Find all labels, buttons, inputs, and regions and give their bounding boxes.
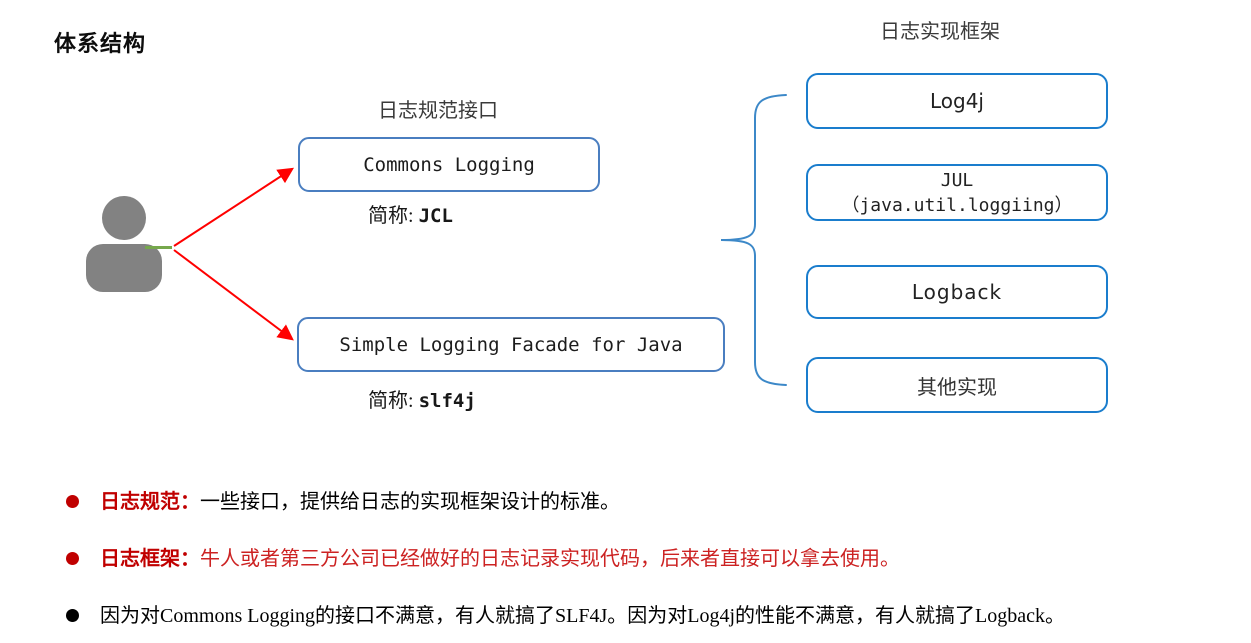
green-connector-line: [145, 246, 172, 249]
note-item-log-framework: 日志框架：牛人或者第三方公司已经做好的日志记录实现代码，后来者直接可以拿去使用。: [66, 546, 1246, 603]
caption-slf4j: 简称: slf4j: [368, 384, 476, 413]
impl-box-jul: JUL （java.util.loggiing）: [806, 164, 1108, 221]
page-title: 体系结构: [54, 31, 147, 56]
note-label: 日志框架：: [100, 548, 200, 570]
note-text: 一些接口，提供给日志的实现框架设计的标准。: [200, 491, 620, 513]
impl-section-heading: 日志实现框架: [880, 21, 1000, 43]
person-icon: [86, 196, 162, 292]
bullet-dot: [66, 552, 79, 565]
impl-box-jul-label-line2: （java.util.loggiing）: [841, 194, 1073, 216]
impl-box-jul-label-line1: JUL: [940, 169, 974, 191]
bullet-dot: [66, 495, 79, 508]
spec-box-slf4j: Simple Logging Facade for Java: [297, 317, 725, 372]
impl-box-logback: Logback: [806, 265, 1108, 319]
caption-slf4j-prefix: 简称:: [368, 390, 419, 412]
note-item-log-spec: 日志规范：一些接口，提供给日志的实现框架设计的标准。: [66, 489, 1246, 546]
red-arrow-to-commons: [173, 167, 295, 247]
caption-jcl: 简称: JCL: [368, 199, 453, 228]
spec-section-heading: 日志规范接口: [378, 100, 498, 122]
note-label: 日志规范：: [100, 491, 200, 513]
impl-box-logback-label: Logback: [911, 280, 1003, 304]
spec-box-commons-logging-label: Commons Logging: [363, 153, 535, 176]
note-text: 因为对Commons Logging的接口不满意，有人就搞了SLF4J。因为对L…: [100, 605, 1065, 627]
note-item-history: 因为对Commons Logging的接口不满意，有人就搞了SLF4J。因为对L…: [66, 603, 1246, 643]
caption-slf4j-value: slf4j: [418, 390, 476, 412]
impl-box-other-impl-label: 其他实现: [917, 376, 997, 399]
caption-jcl-value: JCL: [418, 205, 453, 227]
bullet-dot: [66, 609, 79, 622]
red-arrow-to-slf4j: [173, 249, 294, 341]
caption-jcl-prefix: 简称:: [368, 205, 419, 227]
notes-list: 日志规范：一些接口，提供给日志的实现框架设计的标准。 日志框架：牛人或者第三方公…: [66, 489, 1246, 643]
spec-box-slf4j-label: Simple Logging Facade for Java: [339, 333, 683, 356]
spec-box-commons-logging: Commons Logging: [298, 137, 600, 192]
curly-brace: [720, 94, 787, 386]
impl-box-log4j-label: Log4j: [929, 89, 984, 113]
note-text: 牛人或者第三方公司已经做好的日志记录实现代码，后来者直接可以拿去使用。: [200, 548, 900, 570]
impl-box-log4j: Log4j: [806, 73, 1108, 129]
impl-box-other-impl: 其他实现: [806, 357, 1108, 413]
